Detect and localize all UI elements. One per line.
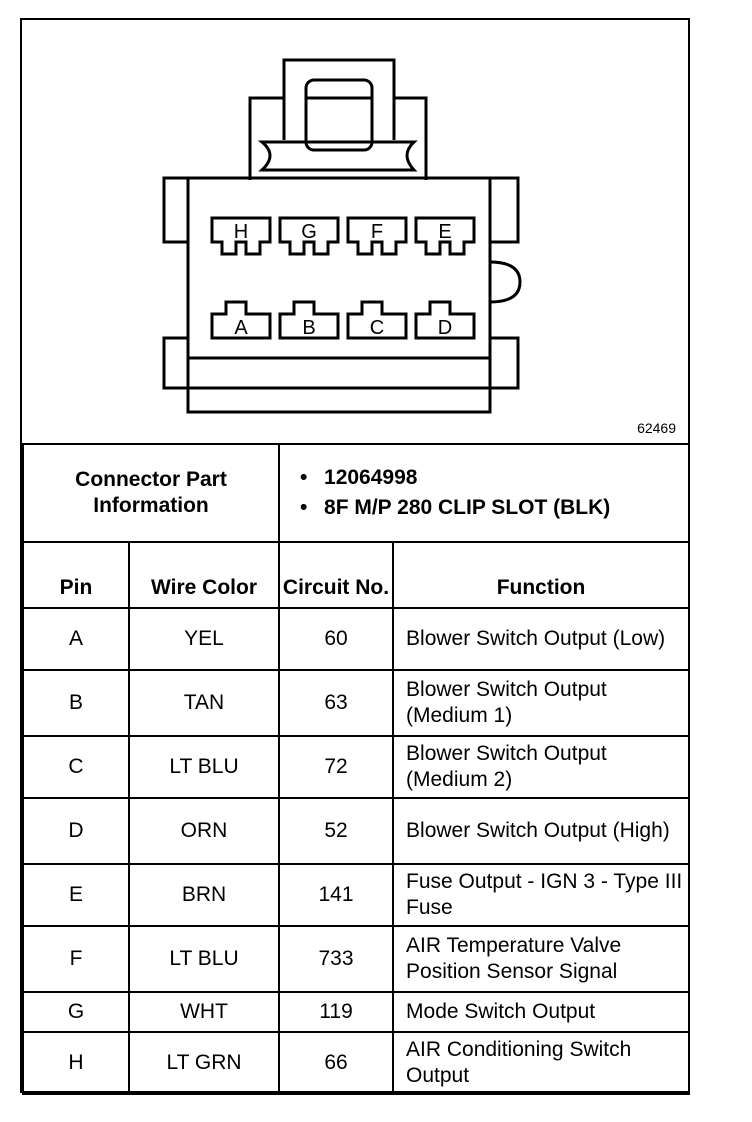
circuit-cell: 119 — [278, 991, 395, 1033]
function-cell: Blower Switch Output (Medium 2) — [392, 735, 691, 799]
circuit-cell: 66 — [278, 1031, 395, 1095]
pin-label-c: C — [370, 317, 384, 339]
circuit-cell: 63 — [278, 669, 395, 737]
pin-label-g: G — [301, 221, 317, 243]
function-cell: Mode Switch Output — [392, 991, 691, 1033]
function-cell: Fuse Output - IGN 3 - Type III Fuse — [392, 863, 691, 927]
function-cell: Blower Switch Output (Medium 1) — [392, 669, 691, 737]
wire-color-cell: WHT — [127, 991, 281, 1033]
header-function: Function — [392, 541, 691, 609]
header-row: Pin Wire Color Circuit No. Function — [22, 541, 691, 609]
pin-cell: H — [22, 1031, 130, 1095]
pin-cavity-f: F — [346, 216, 408, 256]
circuit-cell: 60 — [278, 607, 395, 671]
function-cell: AIR Conditioning Switch Output — [392, 1031, 691, 1095]
wire-color-cell: LT BLU — [127, 735, 281, 799]
wire-color-cell: YEL — [127, 607, 281, 671]
pin-cell: B — [22, 669, 130, 737]
connector-latch — [248, 58, 428, 180]
pin-cell: E — [22, 863, 130, 927]
pin-cell: G — [22, 991, 130, 1033]
pin-label-e: E — [438, 221, 451, 243]
pin-cavity-d: D — [414, 300, 476, 340]
pin-label-b: B — [302, 317, 315, 339]
connector-drawing: H G F E A B C D — [162, 58, 522, 414]
wire-color-cell: ORN — [127, 797, 281, 865]
wire-color-cell: LT GRN — [127, 1031, 281, 1095]
figure-number: 62469 — [637, 420, 676, 436]
pin-cavity-c: C — [346, 300, 408, 340]
function-cell: AIR Temperature Valve Position Sensor Si… — [392, 925, 691, 993]
part-info-row: Connector Part Information 12064998 8F M… — [21, 443, 691, 543]
pin-cavity-e: E — [414, 216, 476, 256]
part-info-label: Connector Part Information — [21, 443, 281, 543]
pin-cell: C — [22, 735, 130, 799]
pin-cell: F — [22, 925, 130, 993]
circuit-cell: 72 — [278, 735, 395, 799]
pin-cavity-b: B — [278, 300, 340, 340]
circuit-cell: 733 — [278, 925, 395, 993]
function-cell: Blower Switch Output (High) — [392, 797, 691, 865]
function-cell: Blower Switch Output (Low) — [392, 607, 691, 671]
part-number: 12064998 — [300, 463, 688, 493]
pin-cell: D — [22, 797, 130, 865]
pin-label-f: F — [371, 221, 383, 243]
connector-table: Connector Part Information 12064998 8F M… — [21, 443, 691, 1095]
pin-cavity-h: H — [210, 216, 272, 256]
wire-color-cell: TAN — [127, 669, 281, 737]
pin-cavity-g: G — [278, 216, 340, 256]
connector-body — [186, 176, 492, 390]
pin-label-d: D — [438, 317, 452, 339]
header-circuit: Circuit No. — [278, 541, 395, 609]
pin-label-h: H — [234, 221, 248, 243]
wire-color-cell: LT BLU — [127, 925, 281, 993]
header-wire-color: Wire Color — [127, 541, 281, 609]
pin-cavity-a: A — [210, 300, 272, 340]
header-pin: Pin — [22, 541, 130, 609]
part-info-list: 12064998 8F M/P 280 CLIP SLOT (BLK) — [278, 443, 691, 543]
pin-cell: A — [22, 607, 130, 671]
circuit-cell: 141 — [278, 863, 395, 927]
wire-color-cell: BRN — [127, 863, 281, 927]
part-description: 8F M/P 280 CLIP SLOT (BLK) — [300, 493, 688, 523]
pin-label-a: A — [234, 317, 248, 339]
circuit-cell: 52 — [278, 797, 395, 865]
connector-diagram: H G F E A B C D 62469 — [22, 20, 688, 443]
